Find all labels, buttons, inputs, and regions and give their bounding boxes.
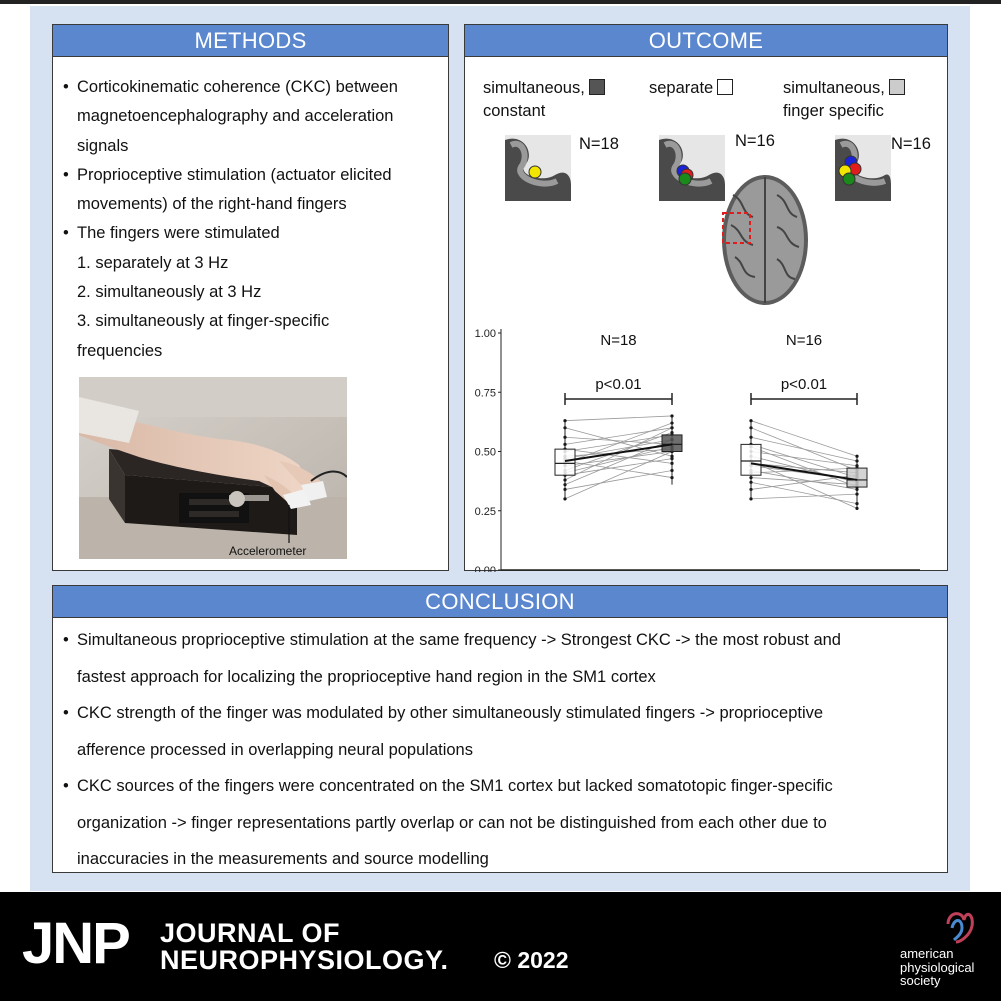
y-tick-label: 0.50 — [475, 447, 496, 459]
subject-line — [750, 470, 858, 490]
box — [740, 443, 762, 476]
box — [661, 434, 683, 453]
y-tick-label: 0.75 — [475, 387, 496, 399]
journal-footer: JNP JOURNAL OF NEUROPHYSIOLOGY. © 2022 a… — [0, 892, 1001, 1001]
subject-line — [750, 427, 858, 471]
aps-wordmark: american physiological society — [900, 946, 975, 988]
stimulator-photo: Accelerometer — [79, 377, 347, 559]
cortex-patch-specific — [835, 135, 891, 201]
conclusion-bullet-2: •CKC strength of the finger was modulate… — [63, 704, 824, 722]
n-separate-label: N=16 — [735, 132, 775, 150]
subject-line — [564, 434, 673, 452]
subject-line — [750, 481, 858, 505]
y-tick-label: 0.00 — [475, 565, 496, 572]
conclusion-title: CONCLUSION — [53, 586, 947, 618]
copyright-year: © 2022 — [494, 947, 569, 973]
ckc-boxplot-chart: 0.00 0.25 0.50 0.75 1.00 p<0.01 N=18 p<0.01 N=16 — [475, 328, 920, 572]
methods-item-3: 3. simultaneously at finger-specific — [77, 312, 330, 331]
n-constant-label: N=18 — [579, 135, 619, 153]
constant-swatch — [588, 79, 605, 95]
group-n-label: N=18 — [600, 332, 636, 349]
mean-line — [750, 462, 858, 481]
subject-line — [564, 427, 673, 457]
outcome-title: OUTCOME — [465, 25, 947, 57]
separate-swatch — [717, 79, 734, 95]
subject-line — [750, 493, 858, 500]
subject-line — [564, 451, 673, 500]
subject-point — [749, 419, 753, 423]
specific-swatch — [888, 79, 905, 95]
y-tick-label: 0.25 — [475, 506, 496, 518]
methods-item-1: 1. separately at 3 Hz — [77, 253, 229, 272]
subject-line — [750, 462, 858, 474]
accelerometer-label: Accelerometer — [229, 544, 306, 558]
subject-point — [563, 419, 567, 423]
subject-line — [564, 448, 673, 464]
box — [554, 448, 576, 476]
brain-top-view — [722, 175, 808, 305]
hand-on-actuator-illustration: Accelerometer — [79, 377, 347, 559]
subject-line — [750, 451, 858, 467]
methods-bullet-ckc: •Corticokinematic coherence (CKC) betwee… — [63, 78, 398, 96]
sig-label: p<0.01 — [781, 376, 827, 393]
subject-line — [564, 415, 673, 422]
mean-line — [564, 443, 673, 462]
legend-separate: separate — [649, 77, 734, 100]
subject-line — [564, 427, 673, 445]
methods-bullet-fingers: •The fingers were stimulated — [63, 224, 280, 243]
subject-line — [750, 444, 858, 478]
subject-line — [564, 460, 673, 478]
subject-line — [750, 446, 858, 488]
legend-constant: simultaneous, constant — [483, 77, 605, 123]
box — [846, 467, 868, 488]
conclusion-panel: CONCLUSION •Simultaneous proprioceptive … — [52, 585, 948, 873]
methods-panel: METHODS •Corticokinematic coherence (CKC… — [52, 24, 449, 571]
journal-name: JOURNAL OF NEUROPHYSIOLOGY. — [160, 918, 449, 975]
subject-line — [564, 436, 673, 445]
methods-bullet-stimulation: •Proprioceptive stimulation (actuator el… — [63, 165, 392, 184]
jnp-logo: JNP — [22, 911, 131, 976]
cortex-patch-separate — [659, 135, 725, 201]
top-rule — [0, 0, 1001, 4]
legend-specific: simultaneous, finger specific — [783, 77, 905, 123]
methods-title: METHODS — [53, 25, 448, 57]
conclusion-list: •Simultaneous proprioceptive stimulation… — [63, 622, 943, 878]
methods-item-2: 2. simultaneously at 3 Hz — [77, 283, 262, 302]
conclusion-bullet-3: •CKC sources of the fingers were concent… — [63, 777, 833, 795]
subject-line — [750, 477, 858, 486]
y-tick-label: 1.00 — [475, 328, 496, 340]
subject-line — [564, 427, 673, 481]
aps-logo-icon — [946, 912, 974, 944]
subject-line — [750, 460, 858, 509]
n-specific-label: N=16 — [891, 135, 931, 153]
subject-line — [564, 470, 673, 490]
subject-line — [750, 467, 858, 474]
subject-line — [750, 420, 858, 457]
subject-point — [855, 454, 859, 458]
outcome-panel: OUTCOME simultaneous, constant separate … — [464, 24, 948, 572]
methods-list: •Corticokinematic coherence (CKC) betwee… — [63, 73, 443, 366]
sig-label: p<0.01 — [595, 376, 641, 393]
group-n-label: N=16 — [786, 332, 822, 349]
source-maps — [505, 135, 891, 305]
cortex-patch-constant — [505, 135, 571, 201]
conclusion-bullet-1: •Simultaneous proprioceptive stimulation… — [63, 631, 841, 649]
